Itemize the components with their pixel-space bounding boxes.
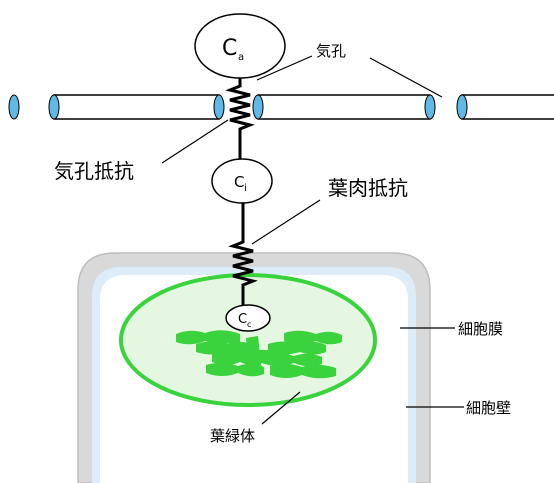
pore-right-start — [456, 94, 468, 120]
pore-far-left — [8, 94, 20, 120]
leader-chloroplast — [261, 391, 301, 425]
stomatal-resistor — [225, 78, 255, 160]
node-cc-sub: c — [247, 320, 251, 329]
node-ci-sub: i — [244, 183, 247, 194]
stoma-tubes — [8, 94, 554, 120]
node-ca-sub: a — [238, 52, 244, 63]
tube-left — [53, 94, 220, 120]
mesophyll-resistor — [228, 202, 258, 306]
node-cc-main: C — [238, 312, 247, 327]
leader-mesophyll-resistance — [251, 199, 321, 245]
leader-lines — [161, 55, 464, 425]
leader-stoma-left — [256, 55, 313, 81]
label-stomatal-resistance: 気孔抵抗 — [54, 159, 134, 183]
node-ci-main: C — [234, 173, 244, 191]
node-ca: C a — [194, 13, 286, 79]
node-cc: C c — [225, 304, 271, 332]
label-chloroplast: 葉緑体 — [210, 427, 255, 445]
pore-middle-end — [424, 94, 436, 120]
node-ca-main: C — [222, 36, 237, 61]
pore-left-start — [48, 94, 60, 120]
tube-right — [461, 94, 554, 120]
leader-stoma-right — [369, 57, 443, 98]
label-stoma: 気孔 — [316, 42, 346, 60]
node-ci: C i — [211, 158, 273, 204]
pore-middle-start — [252, 94, 264, 120]
tube-middle — [257, 94, 431, 120]
pore-left-end — [213, 94, 225, 120]
label-cell-membrane: 細胞膜 — [458, 320, 503, 338]
thylakoid-grana — [176, 330, 342, 379]
leader-stomatal-resistance — [161, 119, 229, 164]
label-mesophyll-resistance: 葉肉抵抗 — [328, 176, 408, 200]
label-cell-wall: 細胞壁 — [466, 399, 511, 417]
